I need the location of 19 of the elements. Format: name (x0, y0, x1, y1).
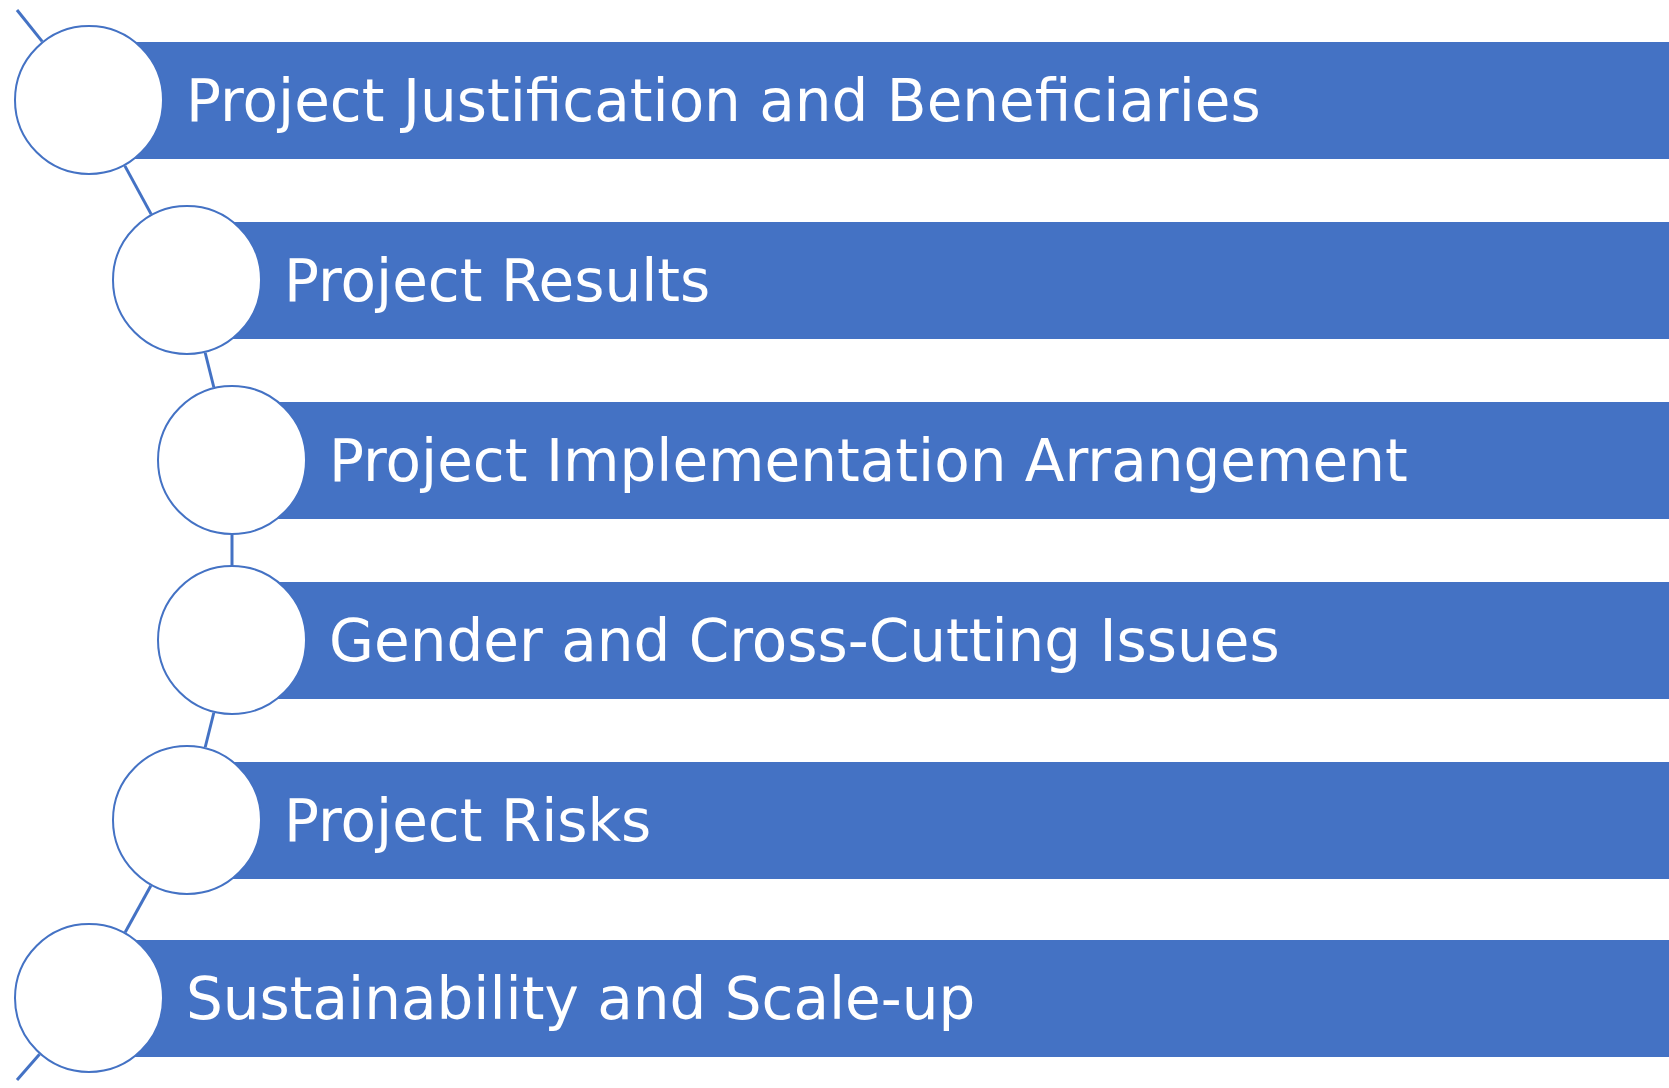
list-bar (232, 222, 1669, 339)
connector-line (15, 9, 44, 43)
connector-line (123, 884, 153, 934)
list-item-text: Sustainability and Scale-up (186, 964, 976, 1033)
list-item-text: Project Implementation Arrangement (329, 426, 1408, 495)
list-item-text: Gender and Cross-Cutting Issues (329, 606, 1280, 675)
connector-line (230, 535, 234, 565)
connector-line (15, 1053, 41, 1081)
list-bar (232, 762, 1669, 879)
connector-line (203, 352, 216, 388)
list-item-text: Project Risks (284, 786, 652, 855)
connector-line (123, 165, 153, 215)
list-item-text: Project Justification and Beneficiaries (186, 66, 1261, 135)
list-bar (134, 940, 1669, 1057)
list-bar (277, 402, 1669, 519)
list-bar (277, 582, 1669, 699)
list-item-text: Project Results (284, 246, 711, 315)
list-bar (134, 42, 1669, 159)
connector-line (203, 712, 216, 748)
